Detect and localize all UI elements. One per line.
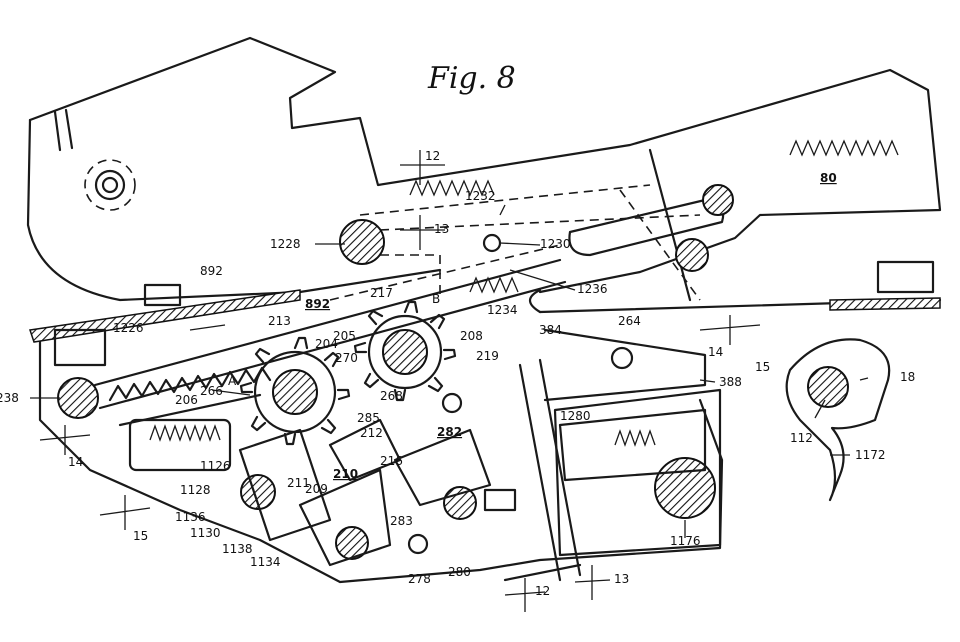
label-1236: 1236 xyxy=(577,282,608,296)
label-1230: 1230 xyxy=(540,237,571,251)
label-892-a: 892 xyxy=(200,264,223,278)
label-1136: 1136 xyxy=(175,510,206,524)
label-1226: 1226 xyxy=(113,321,144,335)
leader-lines xyxy=(30,204,869,538)
rack xyxy=(108,366,272,402)
label-264: 264 xyxy=(618,314,641,328)
label-206: 206 xyxy=(175,393,198,407)
label-1176: 1176 xyxy=(670,534,701,548)
label-268: 268 xyxy=(380,389,403,403)
label-217: 217 xyxy=(370,286,393,300)
label-1126: 1126 xyxy=(200,459,231,473)
label-13-mid: 13 xyxy=(434,222,449,236)
springs xyxy=(128,139,899,472)
label-270: 270 xyxy=(335,351,358,365)
section-lines xyxy=(39,150,761,612)
label-278: 278 xyxy=(408,572,431,586)
label-1138: 1138 xyxy=(222,542,253,556)
label-1172: 1172 xyxy=(855,448,886,462)
label-13-bottom: 13 xyxy=(614,572,629,586)
label-14-left: 14 xyxy=(68,455,83,469)
label-892-b: 892 xyxy=(305,297,330,311)
label-1234: 1234 xyxy=(487,303,518,317)
latch-box xyxy=(503,328,722,582)
label-15-left: 15 xyxy=(133,529,148,543)
label-213: 213 xyxy=(268,314,291,328)
label-388: 388 xyxy=(719,375,742,389)
lever-18 xyxy=(785,338,891,502)
label-280: 280 xyxy=(448,565,471,579)
hidden-lines xyxy=(84,159,701,301)
label-384: 384 xyxy=(539,323,562,337)
label-211: 211 xyxy=(287,476,310,490)
label-A: A xyxy=(228,374,237,388)
figure-title: Fig. 8 xyxy=(427,61,516,96)
shafts xyxy=(57,169,849,560)
slide-bar xyxy=(29,258,941,410)
label-216: 216 xyxy=(380,454,403,468)
label-219: 219 xyxy=(476,349,499,363)
reference-numerals: 12 13 80 892 892 1228 1232 1230 1234 123… xyxy=(0,149,915,598)
label-212: 212 xyxy=(360,426,383,440)
label-1128: 1128 xyxy=(180,483,211,497)
label-238: 238 xyxy=(0,391,19,405)
label-1228: 1228 xyxy=(270,237,301,251)
label-285: 285 xyxy=(357,411,380,425)
label-1232: 1232 xyxy=(465,189,496,203)
gear-205 xyxy=(353,300,457,402)
pawls xyxy=(238,418,492,567)
label-1130: 1130 xyxy=(190,526,221,540)
label-15-right: 15 xyxy=(755,360,770,374)
label-208: 208 xyxy=(460,329,483,343)
gear-204 xyxy=(239,336,351,446)
label-1134: 1134 xyxy=(250,555,281,569)
label-1280: 1280 xyxy=(560,409,591,423)
slots xyxy=(568,148,725,302)
label-12-bottom: 12 xyxy=(535,584,550,598)
label-18: 18 xyxy=(900,370,915,384)
label-282: 282 xyxy=(437,425,462,439)
bracket-1226 xyxy=(53,260,935,512)
label-80: 80 xyxy=(820,171,837,185)
label-210: 210 xyxy=(333,467,358,481)
label-204: 204 xyxy=(315,337,338,351)
label-283: 283 xyxy=(390,514,413,528)
label-14-right: 14 xyxy=(708,345,723,359)
label-266: 266 xyxy=(200,384,223,398)
label-B: B xyxy=(432,292,440,306)
label-12-top: 12 xyxy=(425,149,440,163)
label-112: 112 xyxy=(790,431,813,445)
label-209: 209 xyxy=(305,482,328,496)
label-205: 205 xyxy=(333,329,356,343)
